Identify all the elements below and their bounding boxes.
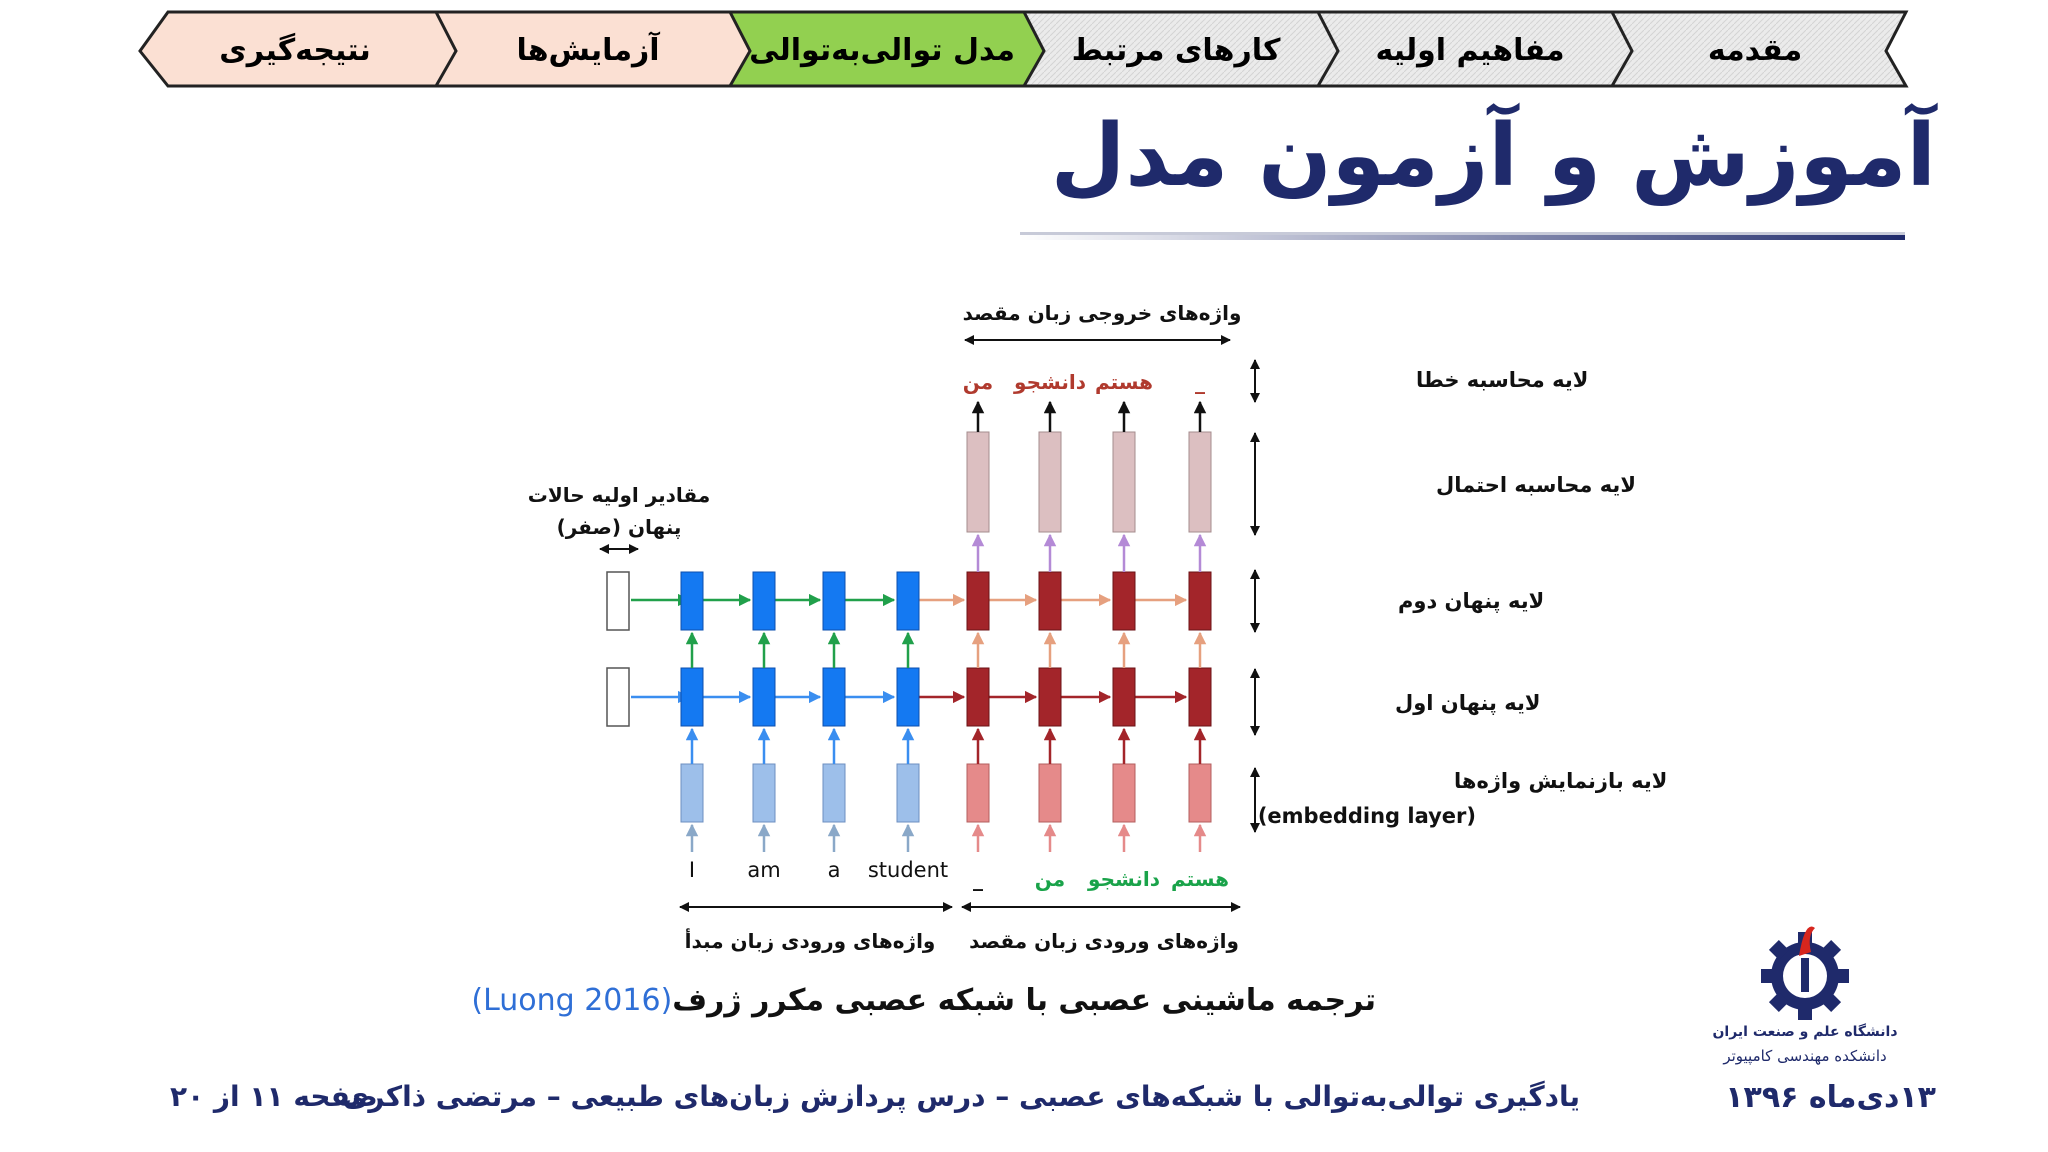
- nav-tab-experiments[interactable]: آزمایش‌ها: [516, 32, 660, 68]
- decoder-embedding-cell: [1188, 763, 1212, 823]
- init-state-label-line2: پنهان (صفر): [557, 515, 682, 540]
- hidden2-layer-label: لایه پنهان دوم: [1398, 589, 1544, 613]
- hidden1-layer-label: لایه پنهان اول: [1395, 691, 1540, 715]
- title-underline: [1020, 232, 1905, 240]
- footer-page-number: صفحه ۱۱ از ۲۰: [170, 1080, 378, 1113]
- softmax-layer-label: لایه محاسبه احتمال: [1436, 473, 1636, 497]
- decoder-softmax-cell: [966, 431, 990, 533]
- encoder-h2-cell: [822, 571, 846, 631]
- embedding-layer-label-en: (embedding layer): [1258, 804, 1476, 828]
- embedding-layer-label: لایه بازنمایش واژه‌ها: [1454, 769, 1667, 793]
- output-header: واژه‌های خروجی زبان مقصد: [963, 301, 1242, 325]
- slide-title: آموزش و آزمون مدل: [1050, 106, 1936, 206]
- encoder-h1-cell: [896, 667, 920, 727]
- nav-tab-shape-conclusion[interactable]: [138, 10, 458, 88]
- source-word: student: [868, 858, 948, 882]
- decoder-softmax-cell: [1038, 431, 1062, 533]
- encoder-embedding-cell: [896, 763, 920, 823]
- encoder-h2-cell: [752, 571, 776, 631]
- decoder-softmax-cell: [1188, 431, 1212, 533]
- output-word: من: [963, 370, 993, 394]
- logo-university-name: دانشگاه علم و صنعت ایران: [1712, 1023, 1897, 1040]
- source-group-label: واژه‌های ورودی زبان مبدأ: [685, 927, 936, 953]
- section-navigation: مقدمه مفاهیم اولیه کارهای مرتبط مدل توال…: [0, 0, 2048, 100]
- init-state-h2: [606, 571, 630, 631]
- nav-tab-related-work[interactable]: کارهای مرتبط: [1071, 32, 1281, 68]
- target-input-word: _: [973, 867, 983, 891]
- footer-date: ۱۳دی‌ماه ۱۳۹۶: [1725, 1080, 1936, 1115]
- init-state-label-line1: مقادیر اولیه حالات: [528, 483, 710, 507]
- figure-caption: ترجمه ماشینی عصبی با شبکه عصبی مکرر ژرف(…: [471, 983, 1376, 1018]
- decoder-embedding-cell: [1038, 763, 1062, 823]
- target-input-word: دانشجو: [1087, 867, 1160, 891]
- nav-tab-basics[interactable]: مفاهیم اولیه: [1375, 32, 1565, 68]
- decoder-h1-cell: [1112, 667, 1136, 727]
- decoder-h2-cell: [1188, 571, 1212, 631]
- target-input-word: من: [1035, 867, 1065, 891]
- decoder-h1-cell: [1038, 667, 1062, 727]
- decoder-h2-cell: [1112, 571, 1136, 631]
- nav-shapes: [138, 10, 1909, 88]
- caption-text: ترجمه ماشینی عصبی با شبکه عصبی مکرر ژرف: [672, 983, 1376, 1018]
- target-input-word: هستم: [1171, 867, 1229, 891]
- footer-course-title: یادگیری توالی‌به‌توالی با شبکه‌های عصبی …: [342, 1080, 1580, 1113]
- loss-layer-label: لایه محاسبه خطا: [1416, 368, 1588, 392]
- decoder-embedding-cell: [966, 763, 990, 823]
- logo-department-name: دانشکده مهندسی کامپیوتر: [1722, 1047, 1886, 1066]
- source-word: I: [689, 858, 695, 882]
- encoder-h2-cell: [680, 571, 704, 631]
- decoder-embedding-cell: [1112, 763, 1136, 823]
- output-word: هستم: [1095, 370, 1153, 394]
- encoder-embedding-cell: [680, 763, 704, 823]
- output-word: _: [1195, 370, 1205, 394]
- caption-citation[interactable]: (Luong 2016): [471, 983, 673, 1018]
- target-group-label: واژه‌های ورودی زبان مقصد: [969, 929, 1239, 953]
- source-word: a: [828, 858, 841, 882]
- encoder-h1-cell: [822, 667, 846, 727]
- decoder-softmax-cell: [1112, 431, 1136, 533]
- encoder-embedding-cell: [822, 763, 846, 823]
- nav-tab-intro[interactable]: مقدمه: [1707, 32, 1803, 68]
- university-logo: دانشگاه علم و صنعت ایران دانشکده مهندسی …: [1712, 926, 1898, 1066]
- decoder-h1-cell: [966, 667, 990, 727]
- decoder-h2-cell: [966, 571, 990, 631]
- source-word: am: [747, 858, 780, 882]
- encoder-embedding-cell: [752, 763, 776, 823]
- output-word: دانشجو: [1013, 370, 1086, 394]
- nav-tab-conclusion[interactable]: نتیجه‌گیری: [219, 32, 371, 68]
- encoder-h1-cell: [752, 667, 776, 727]
- encoder-h2-cell: [896, 571, 920, 631]
- decoder-h1-cell: [1188, 667, 1212, 727]
- decoder-h2-cell: [1038, 571, 1062, 631]
- init-state-h1: [606, 667, 630, 727]
- nav-tab-seq2seq[interactable]: مدل توالی‌به‌توالی: [749, 32, 1015, 68]
- encoder-h1-cell: [680, 667, 704, 727]
